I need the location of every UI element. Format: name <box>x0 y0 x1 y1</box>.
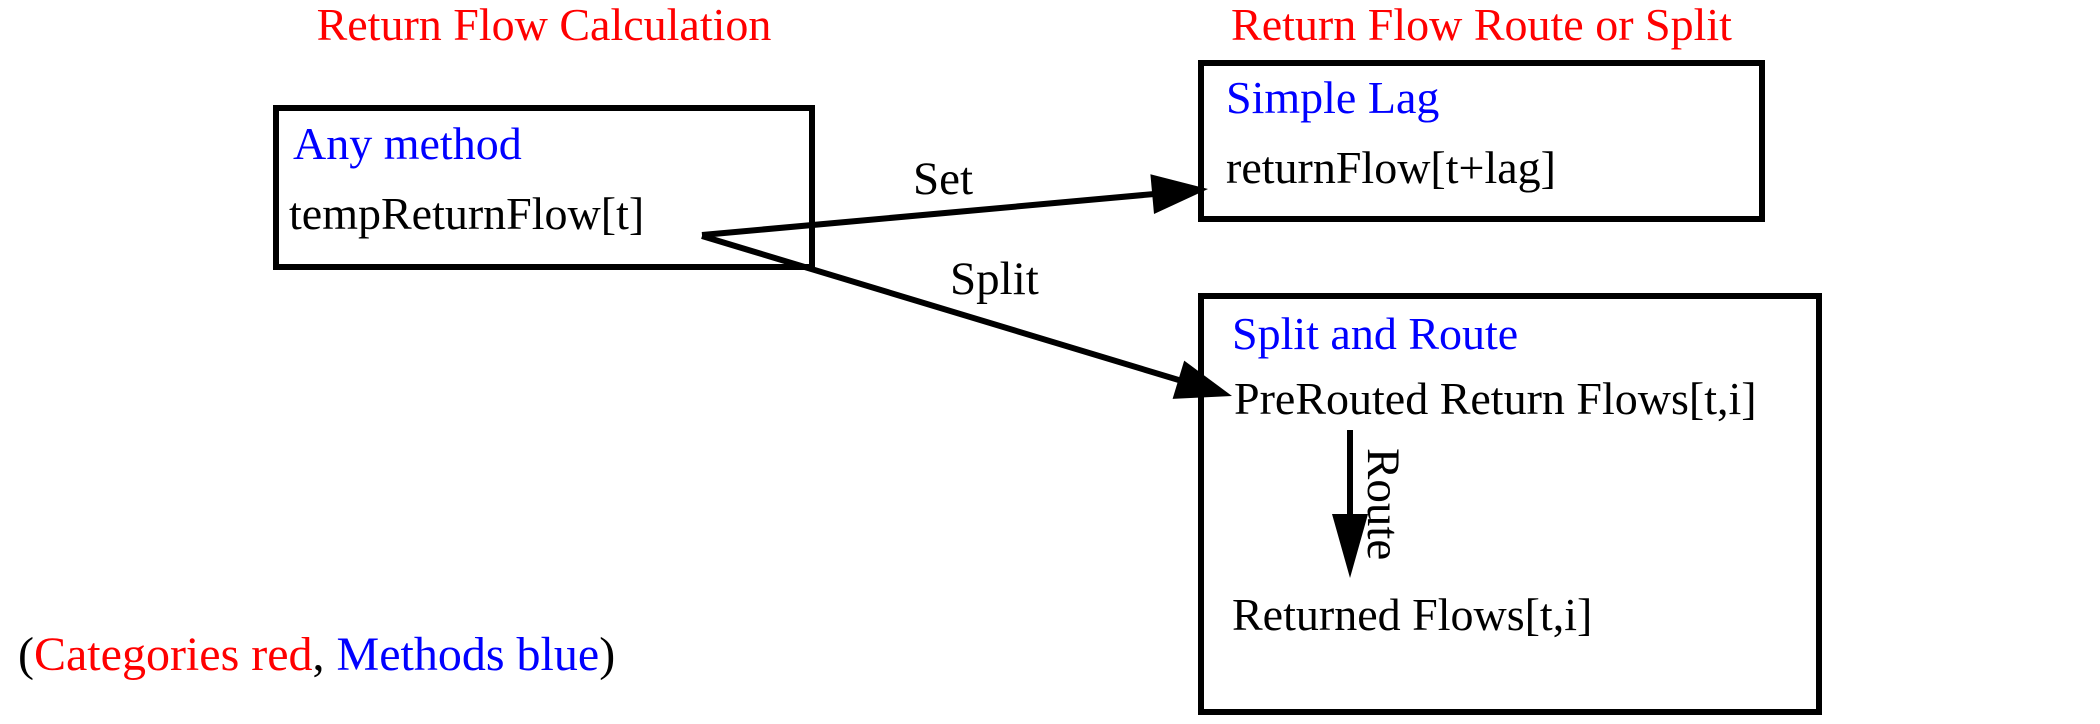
legend-methods-blue: Methods blue <box>336 628 600 681</box>
legend-open-paren: ( <box>18 628 34 681</box>
split-and-route-method-name: Split and Route <box>1232 308 1519 359</box>
split-and-route-box: Split and Route PreRouted Return Flows[t… <box>1198 293 1822 715</box>
legend-separator: , <box>312 628 337 681</box>
left-column-title: Return Flow Calculation <box>316 0 772 50</box>
returned-flows-variable: Returned Flows[t,i] <box>1232 589 1593 640</box>
simple-lag-box: Simple Lag returnFlow[t+lag] <box>1198 60 1765 222</box>
split-arrow-label: Split <box>950 253 1039 305</box>
legend-categories-red: Categories red <box>33 628 313 681</box>
prerouted-return-flows-variable: PreRouted Return Flows[t,i] <box>1234 373 1757 424</box>
route-arrow-label: Route <box>1357 448 1409 561</box>
calculation-variable: tempReturnFlow[t] <box>289 188 645 239</box>
legend-close-paren: ) <box>599 628 616 681</box>
color-legend: (Categories red, Methods blue) <box>18 628 616 682</box>
calculation-method-name: Any method <box>293 118 522 169</box>
right-column-title: Return Flow Route or Split <box>1231 0 1732 50</box>
simple-lag-variable: returnFlow[t+lag] <box>1226 142 1556 193</box>
set-arrow-label: Set <box>913 153 974 205</box>
calculation-box: Any method tempReturnFlow[t] <box>273 105 815 270</box>
simple-lag-method-name: Simple Lag <box>1226 72 1440 123</box>
